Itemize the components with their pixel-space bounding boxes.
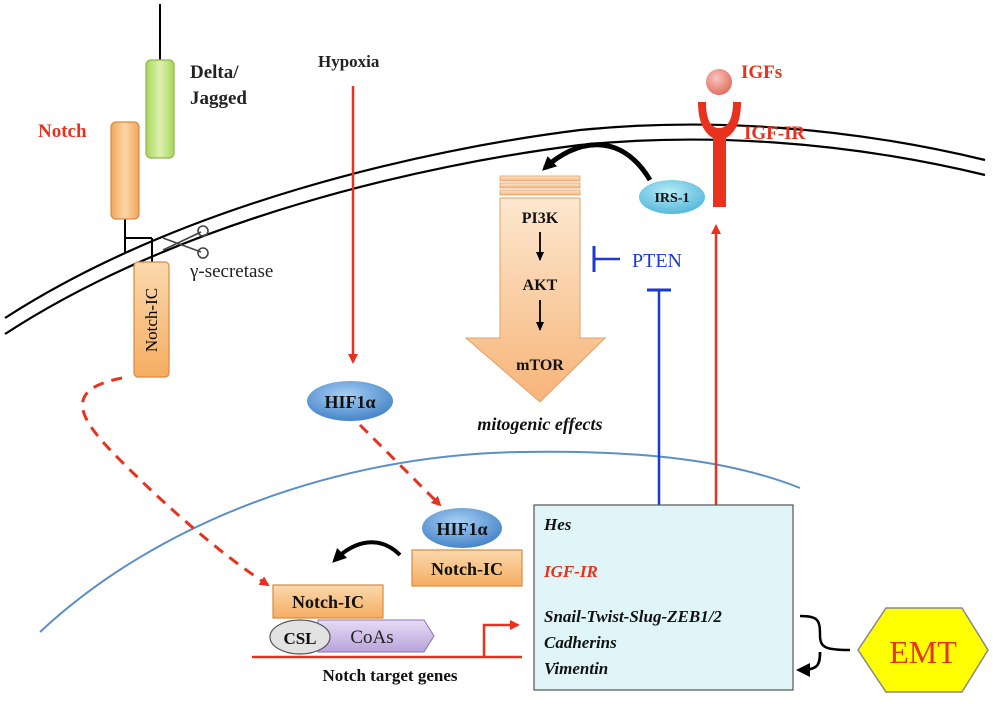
hypoxia-label: Hypoxia bbox=[318, 52, 380, 71]
hes-gene-label: Hes bbox=[543, 515, 572, 534]
hif1a-cytoplasm-label: HIF1α bbox=[324, 392, 375, 412]
notch-ic-membrane-box bbox=[133, 261, 170, 378]
pi3k-label: PI3K bbox=[522, 210, 559, 227]
hif1a-dashed-arrow bbox=[358, 423, 442, 507]
notch-ic-complex-label: Notch-IC bbox=[431, 559, 503, 579]
pten-label: PTEN bbox=[632, 250, 682, 272]
target-genes-box bbox=[533, 504, 794, 691]
csl-ellipse bbox=[269, 619, 331, 655]
notch-label: Notch bbox=[38, 121, 87, 142]
promoter-arrow bbox=[482, 620, 520, 657]
igfs-label: IGFs bbox=[741, 62, 782, 83]
mtor-label: mTOR bbox=[516, 357, 564, 374]
igfs-ball bbox=[706, 69, 732, 95]
emt-bracket-lower bbox=[799, 651, 822, 672]
delta-jagged-label-line1: Delta/ bbox=[190, 62, 239, 83]
hes-to-pten-line bbox=[618, 290, 661, 533]
notch-ic-membrane-label: Notch-IC bbox=[142, 288, 161, 352]
notch-ic-complex-box bbox=[411, 549, 523, 587]
irs1-ellipse bbox=[639, 180, 705, 214]
mitogenic-effects-label: mitogenic effects bbox=[477, 414, 602, 434]
igf-ir-receptor-label: IGF-IR bbox=[744, 123, 806, 144]
hif1a-cytoplasm-ellipse bbox=[307, 381, 393, 421]
notch-receptor-box bbox=[110, 121, 140, 220]
scissors-icon bbox=[162, 225, 209, 259]
notch-ic-dashed-arrow bbox=[80, 376, 270, 587]
csl-label: CSL bbox=[283, 629, 316, 648]
irs1-label: IRS-1 bbox=[654, 191, 689, 206]
snail-twist-slug-gene-label: Snail-Twist-Slug-ZEB1/2 bbox=[544, 607, 722, 626]
vimentin-gene-label: Vimentin bbox=[544, 659, 608, 678]
cell-membrane-inner bbox=[4, 138, 986, 335]
complex-to-notch-ic-arrow bbox=[332, 540, 402, 563]
hif1a-nucleus-ellipse bbox=[422, 508, 502, 548]
cell-membrane-outer bbox=[4, 123, 986, 319]
cadherins-gene-label: Cadherins bbox=[544, 633, 617, 652]
delta-jagged-label-line2: Jagged bbox=[190, 88, 247, 109]
emt-bracket bbox=[800, 614, 851, 670]
notch-ic-dna-label: Notch-IC bbox=[292, 592, 364, 612]
emt-label: EMT bbox=[889, 634, 957, 670]
delta-jagged-box bbox=[145, 59, 175, 159]
gamma-secretase-label: γ-secretase bbox=[189, 261, 273, 282]
hif1a-nucleus-label: HIF1α bbox=[436, 519, 487, 539]
akt-label: AKT bbox=[523, 277, 558, 294]
pi3k-akt-mtor-arrow bbox=[464, 175, 607, 403]
coas-label: CoAs bbox=[350, 627, 393, 648]
irs1-to-pi3k-arrow bbox=[542, 142, 653, 182]
emt-hexagon bbox=[857, 607, 989, 693]
notch-target-genes-label: Notch target genes bbox=[322, 666, 457, 685]
igf-ir-gene-label: IGF-IR bbox=[543, 562, 598, 581]
nuclear-membrane bbox=[39, 450, 801, 633]
notch-ic-dna-box bbox=[272, 584, 384, 619]
igf-ir-receptor-shape bbox=[698, 102, 741, 207]
